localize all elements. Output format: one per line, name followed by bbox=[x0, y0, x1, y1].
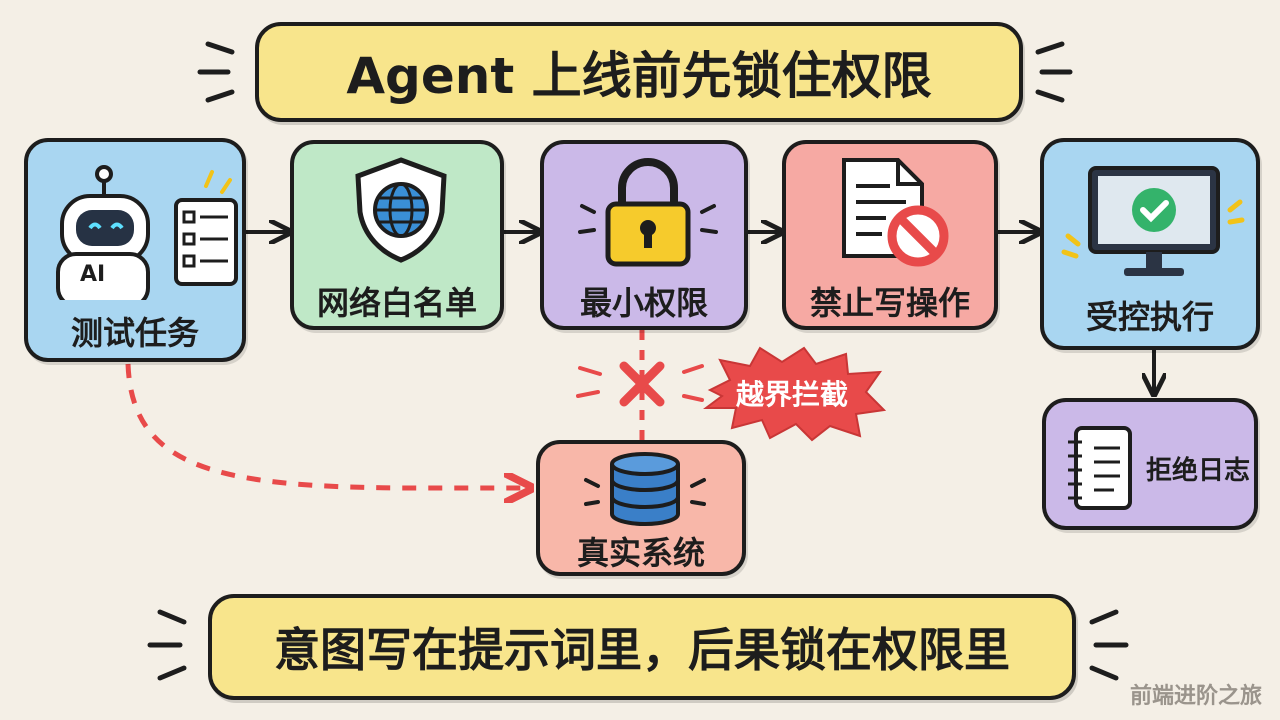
red-x-icon bbox=[619, 361, 665, 407]
step-label: 测试任务 bbox=[70, 314, 199, 352]
step-label: 最小权限 bbox=[579, 284, 708, 322]
real-system: 真实系统 bbox=[536, 440, 746, 576]
block-badge-label: 越界拦截 bbox=[736, 378, 848, 411]
document-forbidden-icon bbox=[842, 158, 949, 267]
rejection-log-label: 拒绝日志 bbox=[1146, 456, 1251, 486]
block-badge: 越界拦截 bbox=[703, 346, 887, 442]
bypass-path-arrow bbox=[125, 363, 528, 488]
robot-checklist-icon bbox=[56, 165, 238, 300]
robot-badge: AI bbox=[80, 262, 106, 287]
step-network-whitelist: 网络白名单 bbox=[290, 140, 504, 330]
step-no-write: 禁止写操作 bbox=[782, 140, 998, 330]
step-label: 禁止写操作 bbox=[809, 284, 970, 322]
rejection-log: 拒绝日志 bbox=[1042, 398, 1258, 530]
step-label: 网络白名单 bbox=[316, 284, 477, 322]
watermark: 前端进阶之旅 bbox=[1129, 684, 1262, 709]
monitor-check-icon bbox=[1061, 166, 1245, 276]
shield-globe-icon bbox=[355, 157, 447, 263]
notebook-icon bbox=[1068, 426, 1132, 510]
database-icon bbox=[584, 452, 706, 526]
step-controlled-exec: 受控执行 bbox=[1040, 138, 1260, 350]
step-label: 受控执行 bbox=[1085, 298, 1214, 336]
padlock-icon bbox=[578, 158, 718, 267]
bottom-banner: 意图写在提示词里，后果锁在权限里 bbox=[208, 594, 1076, 700]
real-system-label: 真实系统 bbox=[576, 534, 705, 572]
step-least-privilege: 最小权限 bbox=[540, 140, 748, 330]
step-test-task: AI 测试任务 bbox=[24, 138, 246, 362]
page-title-text: Agent 上线前先锁住权限 bbox=[346, 47, 932, 105]
bottom-banner-text: 意图写在提示词里，后果锁在权限里 bbox=[274, 623, 1010, 677]
page-title: Agent 上线前先锁住权限 bbox=[255, 22, 1023, 122]
